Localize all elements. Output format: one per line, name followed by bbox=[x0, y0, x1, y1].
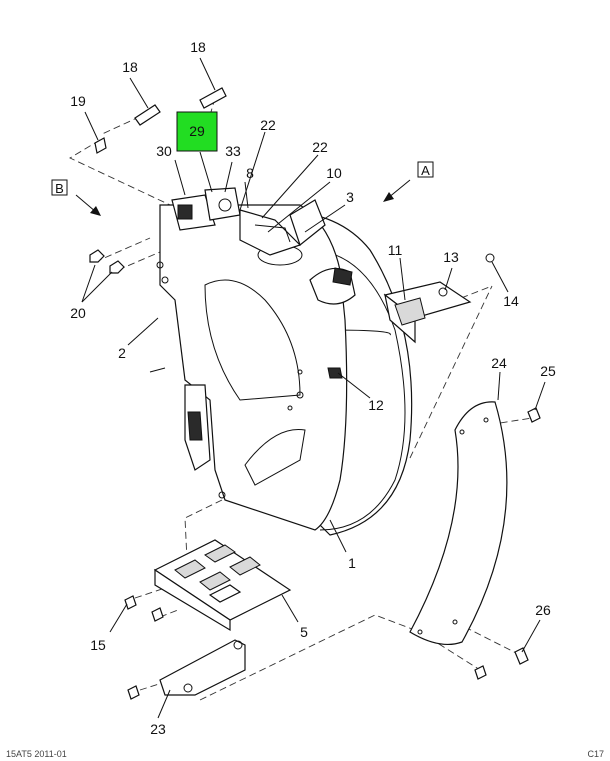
view-b-box bbox=[51, 179, 68, 196]
hose-assembly bbox=[149, 367, 211, 471]
highlight-box-29 bbox=[176, 111, 218, 152]
callout-19: 19 bbox=[70, 93, 86, 109]
callout-10: 10 bbox=[326, 165, 342, 181]
callout-13: 13 bbox=[443, 249, 459, 265]
callout-8: 8 bbox=[246, 165, 254, 181]
bracket-5 bbox=[153, 539, 292, 632]
leader-lines bbox=[81, 57, 546, 719]
callout-24: 24 bbox=[491, 355, 507, 371]
hardware-small bbox=[89, 249, 529, 700]
callout-22-right: 22 bbox=[312, 139, 328, 155]
callout-2: 2 bbox=[118, 345, 126, 361]
valve-block bbox=[171, 187, 302, 256]
shield-plate-24 bbox=[409, 401, 541, 645]
callout-20: 20 bbox=[70, 305, 86, 321]
callout-11: 11 bbox=[388, 242, 403, 258]
callout-15: 15 bbox=[90, 637, 106, 653]
callout-5: 5 bbox=[300, 624, 308, 640]
callout-25: 25 bbox=[540, 363, 556, 379]
bracket-11 bbox=[383, 253, 495, 344]
reel-housing bbox=[156, 199, 413, 536]
callout-3: 3 bbox=[346, 189, 354, 205]
view-arrows bbox=[75, 179, 411, 216]
callout-22-left: 22 bbox=[260, 117, 276, 133]
callout-33: 33 bbox=[225, 143, 241, 159]
bolt-18-19 bbox=[94, 87, 227, 154]
callout-12: 12 bbox=[368, 397, 384, 413]
callout-18-right: 18 bbox=[190, 39, 206, 55]
bracket-23 bbox=[159, 639, 246, 696]
callout-23: 23 bbox=[150, 721, 166, 737]
view-b-label: B bbox=[55, 181, 64, 196]
footer-left-code: 15AT5 2011-01 bbox=[6, 749, 67, 759]
footer-right-code: C17 bbox=[587, 749, 604, 759]
callout-labels: 18 18 19 30 33 22 22 8 10 3 20 2 11 13 1… bbox=[70, 39, 556, 737]
callout-14: 14 bbox=[503, 293, 519, 309]
view-a-box bbox=[417, 161, 434, 178]
callout-1: 1 bbox=[348, 555, 356, 571]
callout-18-left: 18 bbox=[122, 59, 138, 75]
callout-26: 26 bbox=[535, 602, 551, 618]
callout-30: 30 bbox=[156, 143, 172, 159]
callout-29: 29 bbox=[189, 123, 205, 139]
view-a-label: A bbox=[421, 163, 430, 178]
